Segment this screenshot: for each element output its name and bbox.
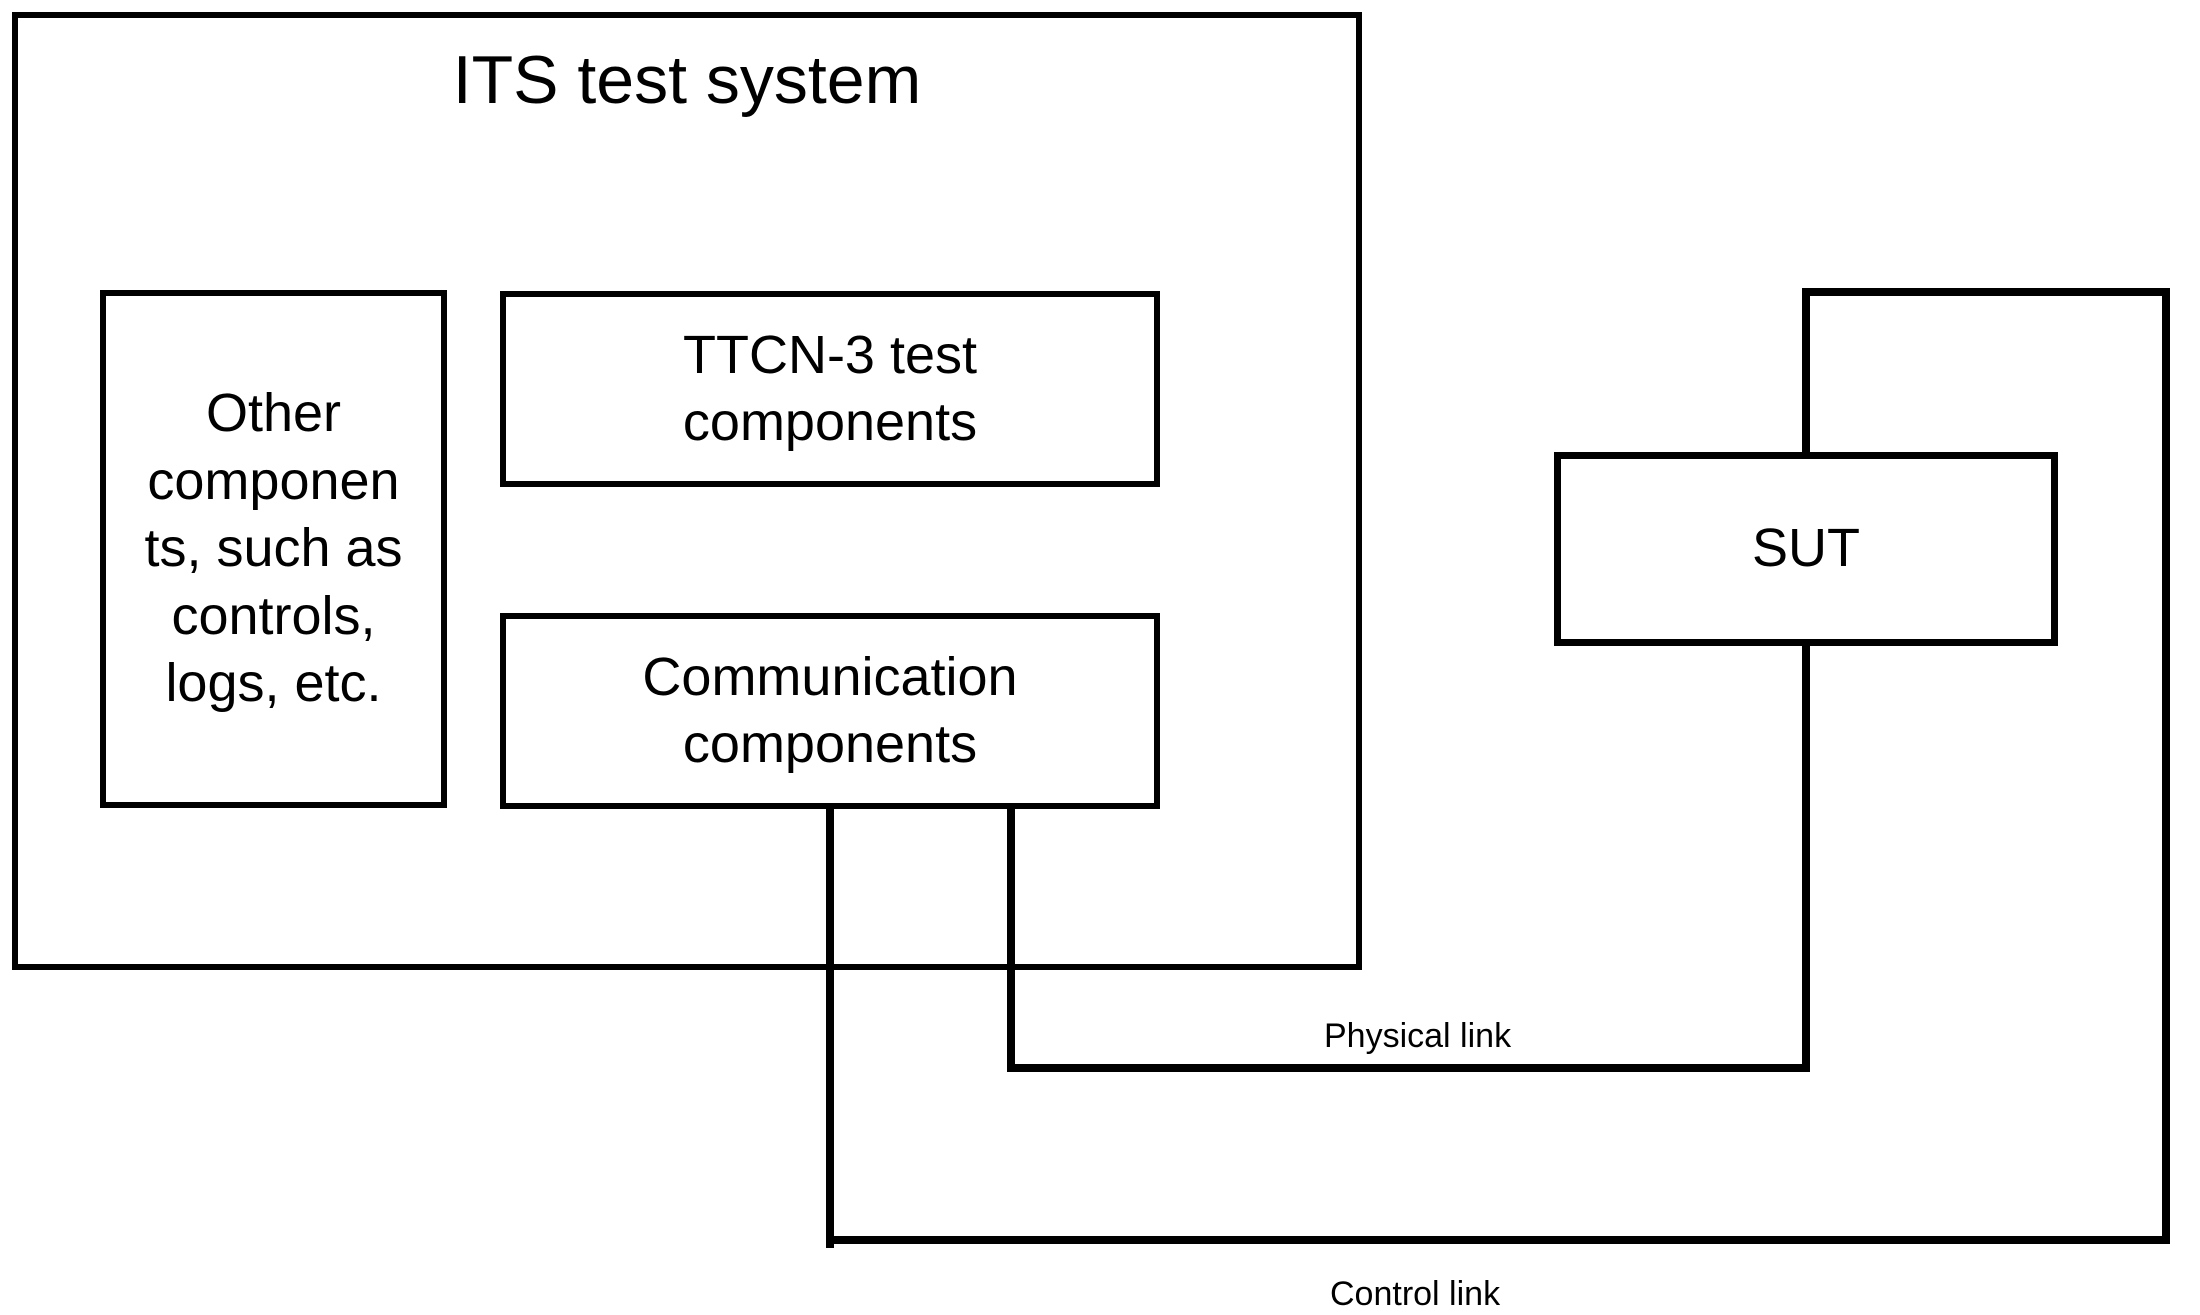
- control-link-segment-right-vertical: [2162, 288, 2170, 1244]
- physical-link-segment-vertical-to-sut-bottom: [1802, 640, 1810, 1072]
- its-test-system-title: ITS test system: [452, 42, 922, 118]
- control-link-segment-bottom-horizontal: [826, 1236, 2170, 1244]
- control-link-segment-vertical-to-sut-top: [1802, 288, 1810, 458]
- sut-box: SUT: [1554, 452, 2058, 646]
- communication-components-box: Communication components: [500, 613, 1160, 809]
- physical-link-segment-horizontal: [1007, 1064, 1810, 1072]
- control-link-segment-vertical-from-communication: [826, 809, 834, 1248]
- physical-link-label: Physical link: [1324, 1017, 1512, 1055]
- control-link-label: Control link: [1330, 1275, 1501, 1313]
- other-components-box: Other componen ts, such as controls, log…: [100, 290, 447, 808]
- physical-link-segment-vertical-from-communication: [1007, 809, 1015, 1072]
- control-link-segment-top-horizontal: [1802, 288, 2170, 296]
- ttcn3-test-components-box: TTCN-3 test components: [500, 291, 1160, 487]
